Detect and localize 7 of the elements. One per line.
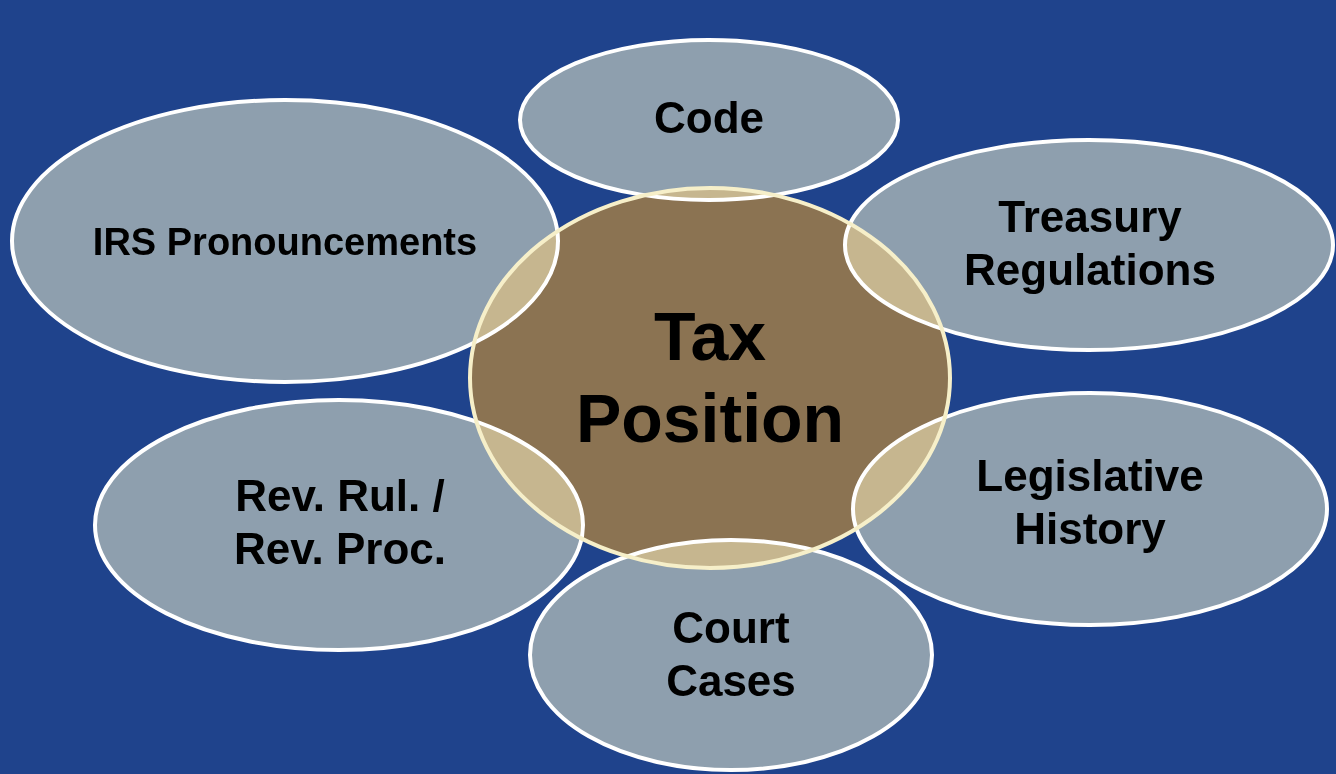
ellipse-label: Legislative History	[975, 450, 1205, 555]
ellipse-label: Court Cases	[665, 602, 797, 707]
ellipse-label: Treasury Regulations	[963, 191, 1217, 296]
ellipse-label: Code	[653, 91, 765, 144]
ellipse-label: Rev. Rul. / Rev. Proc.	[233, 470, 447, 575]
ellipse-label: IRS Pronouncements	[91, 220, 479, 266]
center-label: Tax Position	[574, 297, 846, 458]
